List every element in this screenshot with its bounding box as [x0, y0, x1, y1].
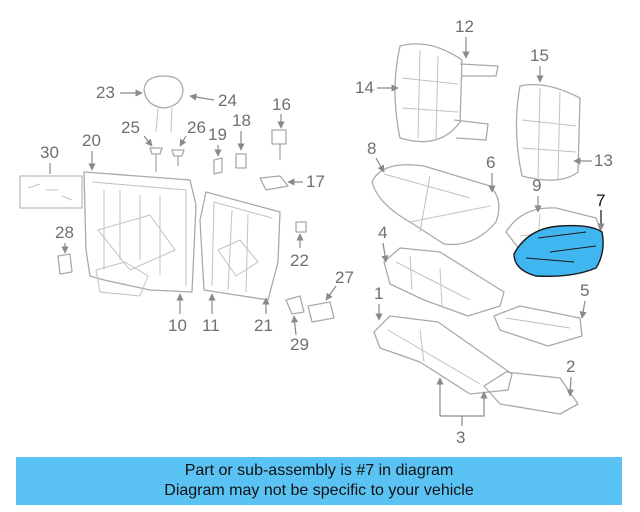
- parts-diagram: 12 15 14 13 8 6 9 7 4 5 1 2 3 23 24: [19, 17, 613, 447]
- lower-tray-right: [483, 371, 579, 415]
- callout-16: 16: [272, 95, 291, 114]
- callout-11: 11: [202, 316, 220, 335]
- callout-3: 3: [456, 428, 465, 447]
- side-panel-right: [493, 305, 583, 347]
- seat-back-frame-right: [199, 191, 281, 301]
- callout-4: 4: [378, 223, 387, 242]
- part-7-cushion-highlight[interactable]: [513, 224, 604, 278]
- seat-back-cushion: [394, 43, 499, 143]
- callout-25: 25: [121, 118, 140, 137]
- callout-23: 23: [96, 83, 115, 102]
- callout-7: 7: [596, 191, 605, 210]
- callout-12: 12: [455, 17, 474, 36]
- callout-17: 17: [306, 172, 325, 191]
- callout-22: 22: [290, 251, 309, 270]
- callouts: 12 15 14 13 8 6 9 7 4 5 1 2 3 23 24: [40, 17, 613, 447]
- callout-20: 20: [82, 131, 101, 150]
- callout-9: 9: [532, 176, 541, 195]
- info-banner-line-2: Diagram may not be specific to your vehi…: [164, 482, 474, 499]
- seat-cushion-left: [371, 164, 500, 246]
- seat-back-frame-left: [83, 171, 197, 297]
- callout-6: 6: [486, 153, 495, 172]
- callout-27: 27: [335, 268, 354, 287]
- callout-10: 10: [168, 316, 187, 335]
- seat-back-cushion-right: [515, 83, 581, 181]
- info-banner: Part or sub-assembly is #7 in diagram Di…: [16, 457, 622, 505]
- callout-18: 18: [232, 111, 251, 130]
- callout-24: 24: [218, 91, 237, 110]
- callout-1: 1: [374, 284, 383, 303]
- small-clips: [19, 129, 335, 323]
- callout-13: 13: [594, 151, 613, 170]
- callout-8: 8: [367, 139, 376, 158]
- callout-14: 14: [355, 78, 374, 97]
- callout-30: 30: [40, 143, 59, 162]
- callout-29: 29: [290, 335, 309, 354]
- seat-frame-upper: [383, 247, 505, 317]
- seat-frame-lower: [373, 315, 513, 395]
- info-banner-line-1: Part or sub-assembly is #7 in diagram: [184, 462, 454, 479]
- callout-26: 26: [187, 118, 206, 137]
- callout-5: 5: [580, 281, 589, 300]
- callout-21: 21: [254, 316, 273, 335]
- headrest: [143, 75, 184, 133]
- callout-19: 19: [208, 125, 227, 144]
- bolts: [149, 147, 185, 172]
- callout-15: 15: [530, 46, 549, 65]
- callout-28: 28: [55, 223, 74, 242]
- callout-2: 2: [566, 357, 575, 376]
